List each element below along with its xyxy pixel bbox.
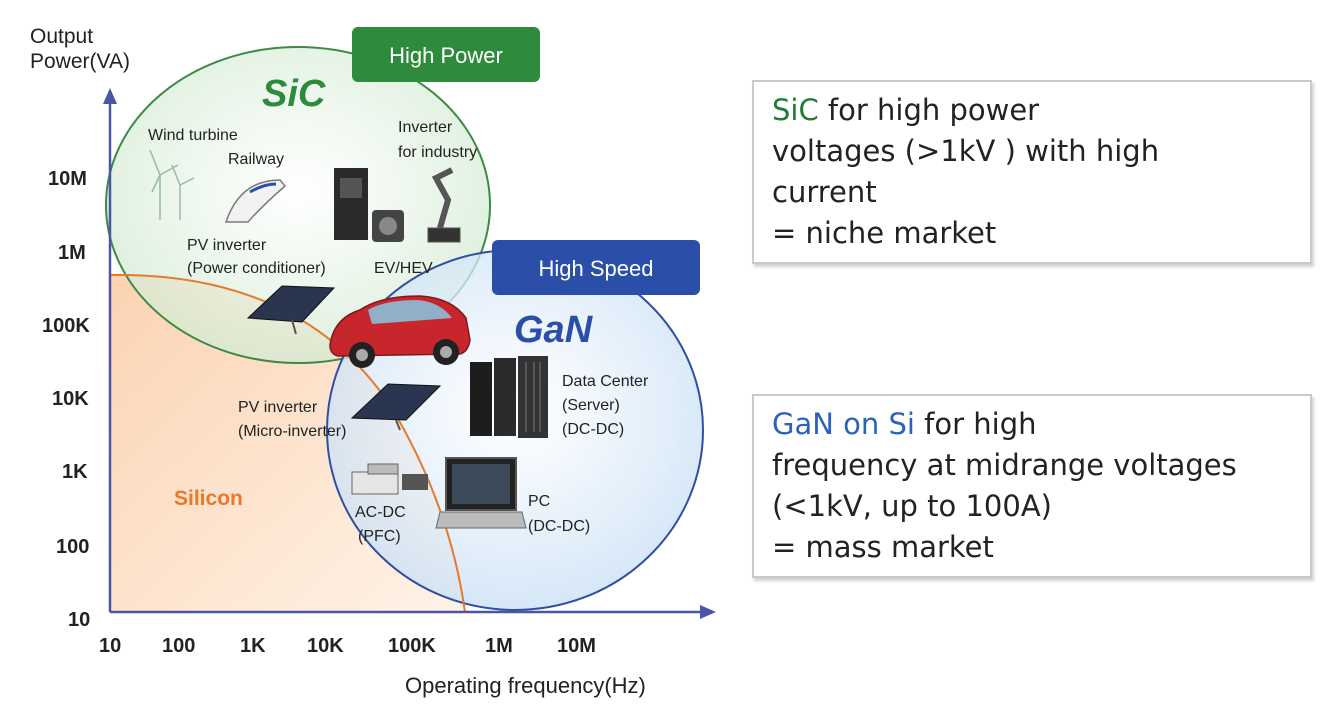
gan-note-line1: GaN on Si for high xyxy=(772,404,1292,445)
ev-car-icon xyxy=(329,295,471,368)
gan-note-line2: frequency at midrange voltages xyxy=(772,448,1237,482)
pv-micro-label-line1: PV inverter xyxy=(238,399,318,416)
x-axis-arrow xyxy=(700,605,716,619)
gan-note-box: GaN on Si for high frequency at midrange… xyxy=(752,394,1312,578)
industrial-inverter-icon xyxy=(334,168,404,242)
high-speed-badge-label: High Speed xyxy=(539,256,654,281)
acdc-label-line1: AC-DC xyxy=(355,504,406,521)
railway-label: Railway xyxy=(228,151,284,168)
robot-arm-icon xyxy=(427,167,461,243)
x-tick: 100 xyxy=(162,635,195,657)
y-axis-label-line1: Output xyxy=(30,25,93,48)
sic-label: SiC xyxy=(262,73,326,115)
sic-note-highlight: SiC xyxy=(772,93,819,127)
y-axis-arrow xyxy=(103,88,117,104)
y-tick: 100K xyxy=(42,315,90,337)
y-axis-label-line2: Power(VA) xyxy=(30,50,130,73)
y-tick: 10M xyxy=(48,168,87,190)
pv-micro-label-line2: (Micro-inverter) xyxy=(238,423,346,440)
sic-note-line1-rest: for high power xyxy=(818,93,1040,127)
silicon-label: Silicon xyxy=(174,487,243,510)
sic-note-line3: current xyxy=(772,175,877,209)
x-axis-label: Operating frequency(Hz) xyxy=(405,673,646,698)
high-power-badge-label: High Power xyxy=(389,43,503,68)
gan-note-highlight: GaN on Si xyxy=(772,407,915,441)
laptop-icon xyxy=(435,457,527,529)
x-tick: 10K xyxy=(307,635,344,657)
x-tick: 100K xyxy=(388,635,436,657)
wind-turbine-label: Wind turbine xyxy=(148,127,238,144)
data-center-label-line1: Data Center xyxy=(562,373,649,390)
pc-label-line1: PC xyxy=(528,493,550,510)
gan-label: GaN xyxy=(514,309,594,351)
sic-note-line1: SiC for high power xyxy=(772,90,1292,131)
gan-note-line4: = mass market xyxy=(772,530,994,564)
acdc-label-line2: (PFC) xyxy=(358,528,401,545)
inverter-label-line1: Inverter xyxy=(398,119,453,136)
pc-label-line2: (DC-DC) xyxy=(528,518,590,535)
ev-hev-label: EV/HEV xyxy=(374,260,433,277)
y-tick: 10K xyxy=(52,388,89,410)
high-speed-badge xyxy=(492,240,700,295)
data-center-label-line2: (Server) xyxy=(562,397,620,414)
sic-region xyxy=(105,46,491,364)
y-tick: 1M xyxy=(58,242,86,264)
high-power-badge xyxy=(352,27,540,82)
sic-note-line4: = niche market xyxy=(772,216,997,250)
micro-inverter-panel-icon xyxy=(350,383,442,431)
inverter-label-line2: for industry xyxy=(398,144,477,161)
pv-inverter-label-line1: PV inverter xyxy=(187,237,267,254)
x-tick: 10 xyxy=(99,635,121,657)
y-tick: 10 xyxy=(68,609,90,631)
x-tick: 1K xyxy=(240,635,266,657)
sic-note-box: SiC for high power voltages (>1kV ) with… xyxy=(752,80,1312,264)
pv-inverter-label-line2: (Power conditioner) xyxy=(187,260,326,277)
x-tick: 1M xyxy=(485,635,513,657)
power-supply-icon xyxy=(351,463,428,495)
y-tick: 100 xyxy=(56,536,89,558)
data-center-label-line3: (DC-DC) xyxy=(562,421,624,438)
y-tick: 1K xyxy=(62,461,88,483)
gan-note-line3: (<1kV, up to 100A) xyxy=(772,489,1052,523)
market-diagram: Output Power(VA) Operating frequency(Hz)… xyxy=(30,25,716,698)
sic-note-line2: voltages (>1kV ) with high xyxy=(772,134,1160,168)
train-icon xyxy=(224,179,287,223)
gan-note-line1-rest: for high xyxy=(914,407,1037,441)
solar-panel-icon xyxy=(246,285,336,335)
wind-turbine-icon xyxy=(149,149,195,220)
server-rack-icon xyxy=(470,356,548,438)
x-tick: 10M xyxy=(557,635,596,657)
